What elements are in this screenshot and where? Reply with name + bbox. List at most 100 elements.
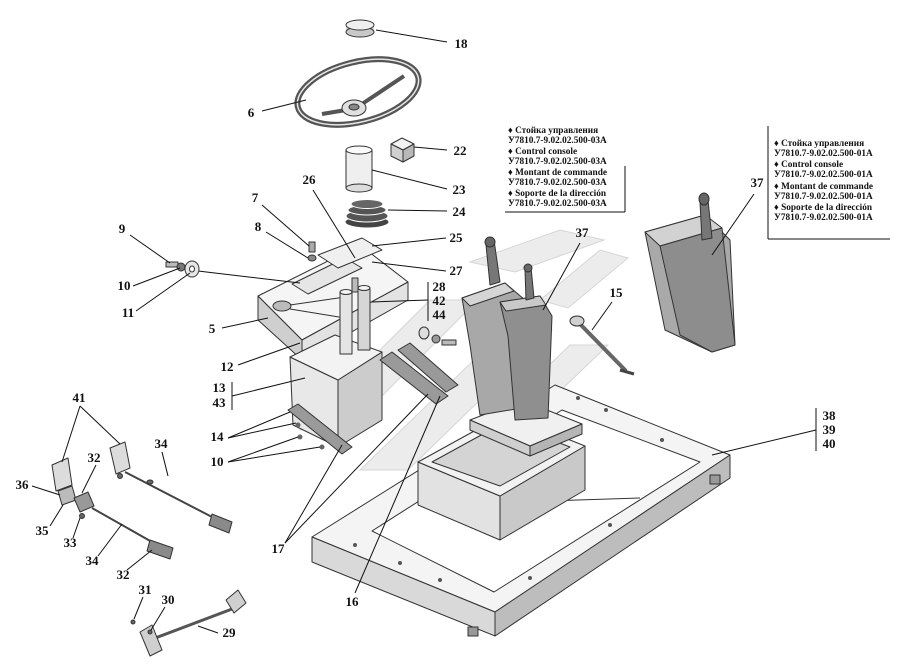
- steering-wheel-rim-highlight: [296, 58, 420, 126]
- leader-line: [197, 625, 219, 634]
- callout-number: 7: [252, 190, 259, 205]
- bolt: [147, 629, 153, 635]
- callout-number: 32: [88, 450, 101, 465]
- console-lever: [289, 308, 346, 319]
- callout-number: 11: [122, 305, 134, 320]
- callout-number: 5: [209, 321, 216, 336]
- callout-number: 25: [450, 230, 464, 245]
- leader-line: [132, 267, 181, 287]
- bolt: [130, 619, 136, 625]
- steering-wheel-spoke: [321, 108, 347, 116]
- leader-line: [133, 596, 144, 620]
- link-rod: [124, 471, 215, 519]
- bolt: [319, 444, 325, 450]
- column-cap: [339, 289, 353, 295]
- cap: [345, 19, 375, 38]
- callout-number: 12: [221, 359, 234, 374]
- lever-knob: [569, 315, 585, 327]
- leader-line: [227, 422, 297, 439]
- variant-label-03a: ♦ Стойка управления У7810.7-9.02.02.500-…: [505, 125, 626, 213]
- nut: [307, 254, 317, 262]
- leader-line: [221, 317, 269, 329]
- variant-label-line: ♦ Montant de commande: [508, 168, 607, 178]
- frame-foot: [709, 474, 721, 485]
- callout-number: 28: [433, 279, 447, 294]
- callout-number: 39: [823, 422, 837, 437]
- frame-holes: [353, 396, 664, 582]
- variant-label-line: У7810.7-9.02.02.500-01А: [774, 170, 873, 180]
- nut: [176, 262, 186, 272]
- callout-number: 14: [211, 429, 225, 444]
- frame-hole: [353, 543, 357, 547]
- frame-hole: [660, 438, 664, 442]
- callout-number: 22: [454, 143, 467, 158]
- leader-line: [126, 549, 153, 571]
- leader-line: [284, 444, 343, 544]
- variant-label-01a: ♦ Стойка управления У7810.7-9.02.02.500-…: [767, 126, 890, 240]
- shaft-bar: [149, 604, 241, 642]
- steering-wheel: [294, 56, 422, 128]
- fork: [73, 491, 95, 513]
- callout-number: 8: [255, 219, 262, 234]
- leader-line: [371, 299, 429, 303]
- leader-line: [227, 436, 299, 463]
- rod-thread-end: [146, 539, 174, 560]
- rod-thread-end: [208, 513, 233, 534]
- pedal-plate: [397, 342, 459, 393]
- variant-label-line: ♦ Control console: [774, 160, 843, 170]
- callout-number: 38: [823, 408, 837, 423]
- variant-label-line: ♦ Control console: [508, 147, 577, 157]
- leader-line: [371, 169, 448, 190]
- column-cap: [357, 285, 371, 291]
- bellows-boot: [344, 199, 390, 229]
- bolt: [165, 261, 179, 268]
- lever-end: [619, 368, 635, 376]
- frame-hole: [576, 396, 580, 400]
- callout-number: 13: [213, 380, 227, 395]
- column-fasteners: [418, 326, 457, 346]
- callout-number: 31: [139, 582, 152, 597]
- bolt: [441, 339, 457, 346]
- pedals: [287, 342, 459, 455]
- console-top-plate: [291, 257, 363, 295]
- pedestal-bolts: [295, 422, 325, 450]
- leader-line: [371, 237, 447, 247]
- sleeve-body: [345, 149, 373, 189]
- bolt-axis: [197, 270, 301, 284]
- variant-label-line: ♦ Montant de commande: [774, 182, 873, 192]
- steering-column: [339, 277, 371, 355]
- cap-top: [345, 19, 375, 31]
- variant-label-line: У7810.7-9.02.02.500-03А: [508, 157, 607, 167]
- leader-lines: [31, 29, 817, 634]
- washer: [418, 326, 430, 340]
- leader-line: [711, 193, 755, 256]
- callout-number: 17: [272, 541, 286, 556]
- frame-foot: [467, 626, 479, 637]
- frame-hole: [438, 578, 442, 582]
- callout-number: 18: [455, 36, 469, 51]
- callout-number: 37: [751, 175, 765, 190]
- pedal-plate: [287, 403, 353, 455]
- callout-number: 23: [453, 182, 467, 197]
- joystick-unit-top: [461, 282, 515, 307]
- leader-line: [375, 29, 448, 43]
- callout-number: 37: [576, 225, 590, 240]
- leader-line: [591, 301, 613, 331]
- bolt: [297, 434, 303, 440]
- callout-number: 34: [86, 553, 100, 568]
- shaft-arm: [139, 624, 163, 657]
- leader-line: [81, 464, 97, 494]
- callout-number: 34: [155, 436, 169, 451]
- callout-number: 27: [450, 263, 464, 278]
- cube-right: [402, 143, 415, 163]
- callout-number: 30: [162, 592, 175, 607]
- bracket-plate: [109, 441, 131, 475]
- callout-number: 15: [610, 285, 624, 300]
- joystick-knob: [523, 263, 533, 273]
- callout-number: 6: [248, 105, 255, 120]
- leader-line: [227, 446, 321, 463]
- leader-line: [542, 242, 581, 311]
- leader-line: [387, 209, 448, 212]
- sleeve-cylinder: [345, 145, 373, 193]
